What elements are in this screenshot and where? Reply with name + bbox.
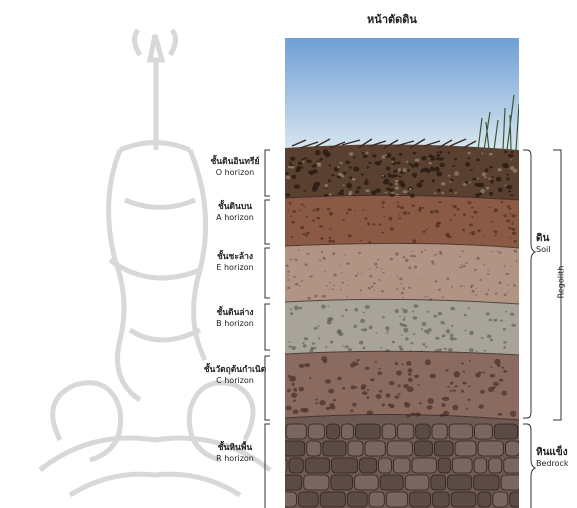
horizon-name-thai: ชั้นหินพื้น xyxy=(196,443,274,454)
horizon-label-r: ชั้นหินพื้น R horizon xyxy=(196,443,274,464)
horizon-label-e: ชั้นชะล้าง E horizon xyxy=(196,252,274,273)
horizon-name-thai: ชั้นชะล้าง xyxy=(196,252,274,263)
horizon-name-thai: ชั้นวัตถุต้นกำเนิด xyxy=(196,365,274,376)
regolith-label: Regolith xyxy=(557,266,566,299)
e-horizon-layer xyxy=(285,243,519,304)
horizon-name-english: B horizon xyxy=(196,319,274,329)
horizon-label-o: ชั้นดินอินทรีย์ O horizon xyxy=(196,157,274,178)
horizon-label-b: ชั้นดินล่าง B horizon xyxy=(196,308,274,329)
horizon-name-english: C horizon xyxy=(196,376,274,386)
horizon-name-thai: ชั้นดินบน xyxy=(196,202,274,213)
horizon-name-thai: ชั้นดินล่าง xyxy=(196,308,274,319)
bedrock-label-thai: หินแข็ง xyxy=(536,446,569,459)
c-horizon-layer xyxy=(285,351,519,420)
sky-layer xyxy=(285,38,519,150)
horizon-name-english: E horizon xyxy=(196,263,274,273)
diagram-title: หน้าตัดดิน xyxy=(292,10,492,28)
soil-label-english: Soil xyxy=(536,245,550,255)
horizon-name-english: A horizon xyxy=(196,213,274,223)
a-horizon-layer xyxy=(285,195,519,248)
horizon-name-english: R horizon xyxy=(196,454,274,464)
bedrock-group-label: หินแข็ง Bedrock xyxy=(536,446,569,469)
bedrock-label-english: Bedrock xyxy=(536,459,569,469)
horizon-label-c: ชั้นวัตถุต้นกำเนิด C horizon xyxy=(196,365,274,386)
horizon-name-english: O horizon xyxy=(196,168,274,178)
soil-label-thai: ดิน xyxy=(536,232,550,245)
soil-group-label: ดิน Soil xyxy=(536,232,550,255)
horizon-name-thai: ชั้นดินอินทรีย์ xyxy=(196,157,274,168)
horizon-label-a: ชั้นดินบน A horizon xyxy=(196,202,274,223)
b-horizon-layer xyxy=(285,299,519,355)
